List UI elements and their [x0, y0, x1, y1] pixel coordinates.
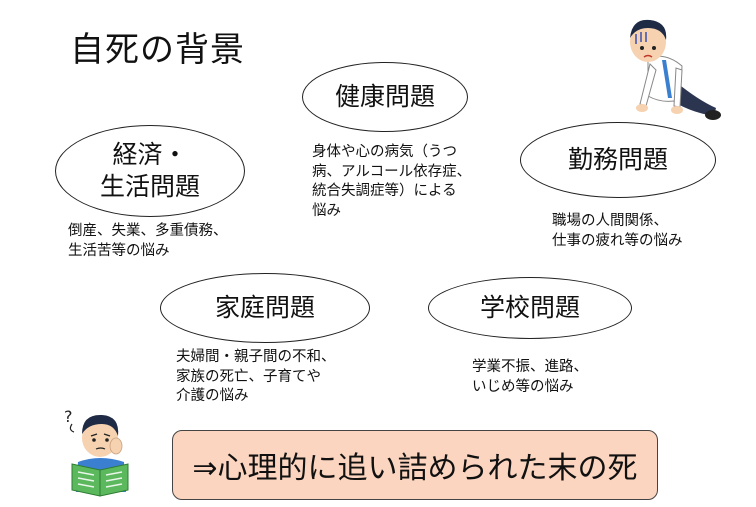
- despair-kneeling-man-icon: [630, 19, 721, 120]
- node-label-line: 勤務問題: [567, 144, 668, 174]
- desc-line: 仕事の疲れ等の悩み: [552, 232, 683, 249]
- desc-line: 生活苦等の悩み: [68, 242, 170, 259]
- desc-line: 介護の悩み: [176, 388, 249, 405]
- desc-line: 統合失調症等）による: [312, 183, 457, 200]
- desc-school: 学業不振、進路、 いじめ等の悩み: [472, 358, 588, 397]
- desc-line: 倒産、失業、多重債務、: [68, 223, 228, 239]
- node-economic: 経済・ 生活問題: [55, 125, 245, 217]
- conclusion-text: ⇒心理的に追い詰められた末の死: [192, 451, 638, 486]
- desc-line: いじめ等の悩み: [472, 378, 574, 395]
- node-label-line: 家庭問題: [214, 292, 315, 322]
- desc-line: 学業不振、進路、: [472, 359, 588, 375]
- desc-line: 悩み: [312, 202, 341, 219]
- desc-line: 夫婦間・親子間の不和、: [176, 349, 336, 365]
- desc-family: 夫婦間・親子間の不和、 家族の死亡、子育てや 介護の悩み: [176, 348, 336, 407]
- svg-text:?: ?: [64, 407, 73, 426]
- desc-economic: 倒産、失業、多重債務、 生活苦等の悩み: [68, 222, 228, 261]
- desc-line: 病、アルコール依存症、: [312, 163, 472, 180]
- desc-line: 身体や心の病気（うつ: [312, 144, 457, 160]
- worried-reading-boy-icon: ?: [64, 407, 129, 497]
- node-label-line: 健康問題: [334, 81, 435, 111]
- page-title: 自死の背景: [70, 30, 245, 70]
- node-label-line: 経済・: [112, 139, 188, 169]
- desc-line: 家族の死亡、子育てや: [176, 368, 321, 385]
- node-label-line: 学校問題: [479, 292, 580, 322]
- node-family: 家庭問題: [160, 273, 370, 343]
- node-work: 勤務問題: [520, 122, 716, 198]
- conclusion-box: ⇒心理的に追い詰められた末の死: [172, 430, 658, 500]
- node-health: 健康問題: [302, 62, 468, 132]
- desc-health: 身体や心の病気（うつ 病、アルコール依存症、 統合失調症等）による 悩み: [312, 143, 471, 221]
- node-school: 学校問題: [428, 277, 632, 339]
- desc-line: 職場の人間関係、: [552, 213, 668, 229]
- desc-work: 職場の人間関係、 仕事の疲れ等の悩み: [552, 212, 683, 251]
- node-label-line: 生活問題: [99, 172, 200, 201]
